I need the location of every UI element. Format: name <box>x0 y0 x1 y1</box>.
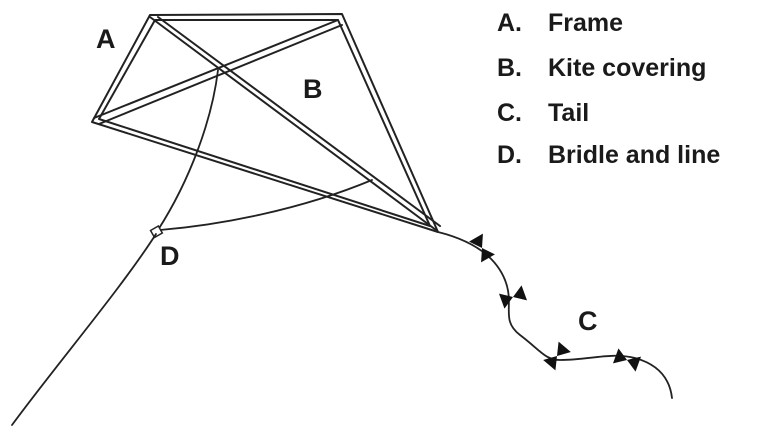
tail-bow <box>498 285 528 309</box>
label-bridle: D <box>160 241 180 271</box>
tail-bow <box>612 348 642 372</box>
legend-key-a: A. <box>497 9 522 37</box>
legend-key-d: D. <box>497 141 522 169</box>
tail-bow <box>469 233 495 263</box>
bridle-knot <box>149 225 164 239</box>
legend-text-c: Tail <box>548 99 589 127</box>
kite-tail <box>437 231 673 399</box>
legend-key-b: B. <box>497 54 522 82</box>
legend-text-d: Bridle and line <box>548 141 720 169</box>
legend-text-a: Frame <box>548 9 623 37</box>
legend: A. Frame B. Kite covering C. Tail D. Bri… <box>497 9 720 169</box>
label-frame: A <box>96 24 116 54</box>
bridle-and-line <box>11 69 219 426</box>
label-tail: C <box>578 306 598 336</box>
label-covering: B <box>303 74 323 104</box>
tail-bow <box>543 341 571 371</box>
legend-text-b: Kite covering <box>548 54 706 82</box>
legend-key-c: C. <box>497 99 522 127</box>
kite-frame <box>91 13 441 233</box>
